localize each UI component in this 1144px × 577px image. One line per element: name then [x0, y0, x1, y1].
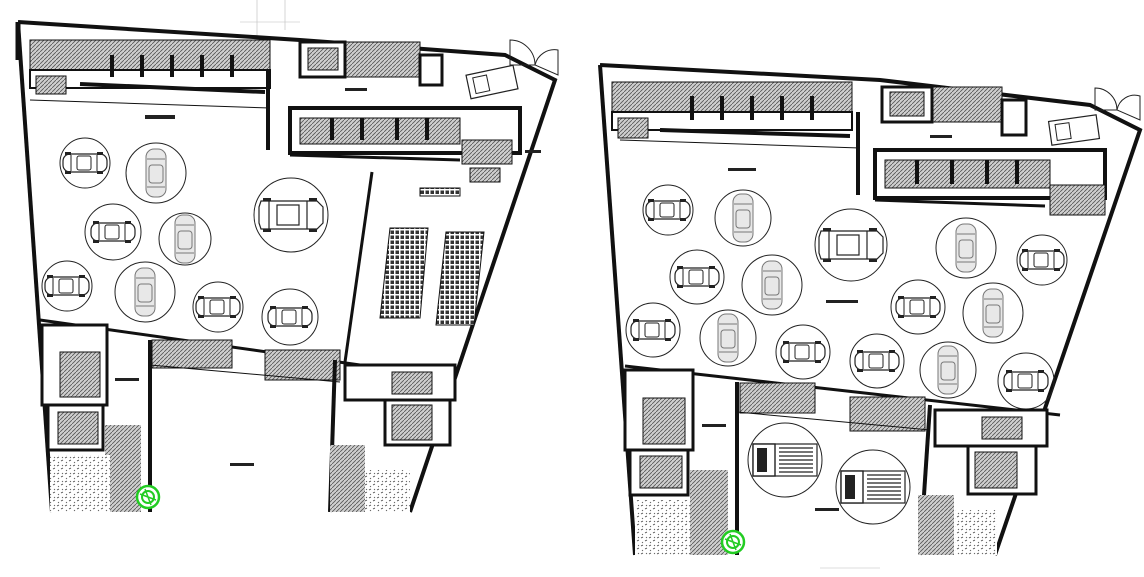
rooms-right-a [330, 363, 457, 512]
tree-icon [135, 484, 161, 510]
car-icon [1019, 248, 1065, 272]
office-block-b2 [880, 85, 1028, 138]
car-icon [895, 295, 941, 319]
car-icon [955, 223, 977, 273]
rooms-left-a [40, 323, 141, 512]
car-icon [195, 295, 241, 319]
car-icon [854, 349, 900, 373]
office-block-a1 [29, 39, 271, 150]
seating-area-a [343, 171, 485, 363]
truck-icon [752, 443, 818, 477]
car-icon [62, 151, 108, 175]
truck-icon [840, 470, 906, 504]
lower-area-b [624, 364, 1061, 556]
seating-icon [419, 187, 461, 197]
car-icon [44, 274, 90, 298]
car-icon [717, 313, 739, 363]
office-block-b3 [873, 148, 1107, 216]
car-icon [1003, 369, 1049, 393]
car-icon [818, 227, 884, 263]
tree-icon [720, 529, 746, 555]
car-icon [174, 214, 196, 264]
rooms-left-b [623, 368, 728, 555]
car-icon [145, 148, 167, 198]
truck-display-b [747, 422, 911, 525]
floor-plan-a [15, 20, 559, 513]
car-icon [267, 305, 313, 329]
showroom-b [625, 184, 1068, 410]
car-icon [982, 288, 1004, 338]
car-icon [732, 193, 754, 243]
showroom-a [41, 137, 329, 346]
office-block-a3 [288, 106, 522, 183]
office-block-b1 [611, 81, 861, 195]
floor-plan-b [598, 63, 1143, 556]
door-icon [1094, 87, 1118, 111]
car-icon [937, 345, 959, 395]
car-icon [258, 197, 324, 233]
car-icon [134, 267, 156, 317]
car-icon [645, 198, 691, 222]
car-icon [780, 340, 826, 364]
grid-lines [240, 0, 880, 569]
car-icon [630, 318, 676, 342]
car-icon [674, 265, 720, 289]
entrance-area-b [1047, 87, 1141, 151]
office-block-a2 [298, 40, 444, 91]
car-icon [90, 220, 136, 244]
entrance-area-a [465, 39, 559, 153]
rooms-right-b [918, 408, 1049, 555]
car-icon [761, 260, 783, 310]
